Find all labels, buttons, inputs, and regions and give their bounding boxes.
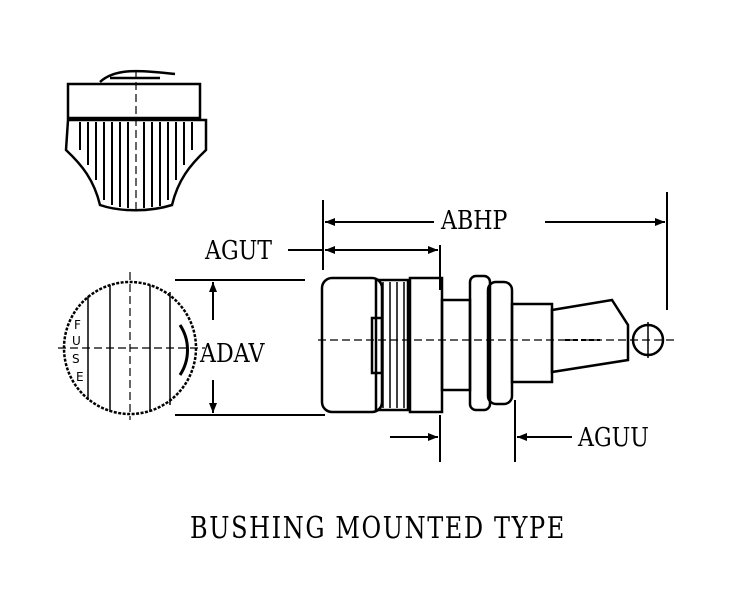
dimension-label-adav: ADAV bbox=[200, 339, 265, 369]
drawing-caption: BUSHING MOUNTED TYPE bbox=[190, 511, 566, 546]
clip-icon bbox=[99, 69, 176, 83]
dimension-label-abhp: ABHP bbox=[441, 206, 508, 236]
dimension-label-agut: AGUT bbox=[205, 236, 272, 266]
dimension-lines bbox=[175, 192, 668, 462]
top-view bbox=[64, 69, 208, 212]
knob-letter: F bbox=[74, 318, 81, 332]
knob-letter: E bbox=[76, 370, 84, 384]
knob-front-view bbox=[58, 272, 205, 420]
knob-letter: S bbox=[72, 352, 80, 366]
dimension-label-aguu: AGUU bbox=[578, 423, 649, 453]
holder-side-view bbox=[318, 274, 675, 414]
knob-letter: U bbox=[72, 334, 81, 348]
